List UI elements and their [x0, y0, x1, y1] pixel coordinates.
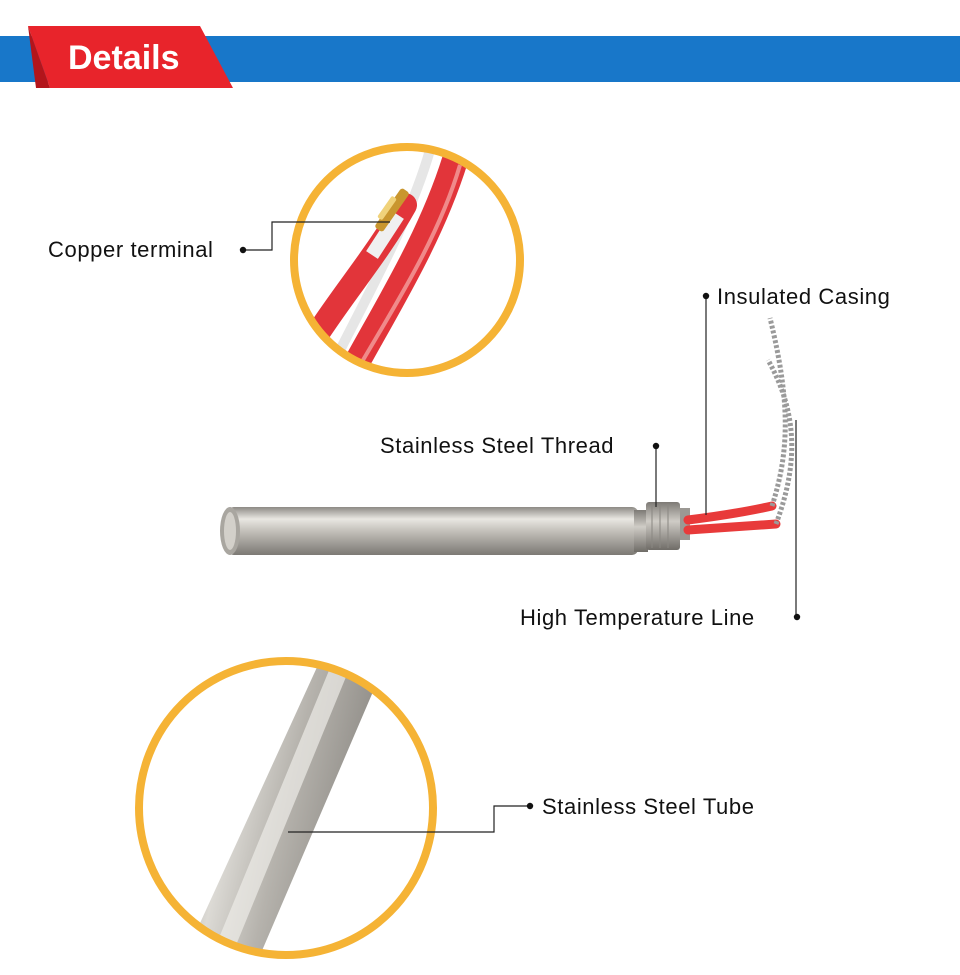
- highlight-ring: [290, 143, 524, 377]
- tube-closeup: [135, 657, 437, 959]
- stainless-steel-tube-label: Stainless Steel Tube: [542, 794, 755, 819]
- page-title: Details: [68, 39, 180, 77]
- callout-lines: [246, 221, 797, 833]
- cartridge-heater: [220, 317, 795, 555]
- wire-closeup: [290, 143, 524, 377]
- highlight-ring: [135, 657, 437, 959]
- insulated-casing-label: Insulated Casing: [717, 284, 891, 309]
- header-tab: [28, 26, 233, 88]
- stainless-steel-thread-label: Stainless Steel Thread: [380, 433, 615, 458]
- callout-dots: [239, 246, 801, 810]
- high-temperature-line-label: High Temperature Line: [520, 605, 755, 630]
- copper-terminal-label: Copper terminal: [48, 237, 214, 262]
